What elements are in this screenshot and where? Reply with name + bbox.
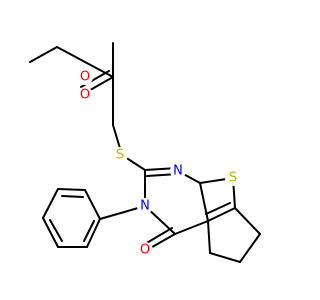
bond bbox=[86, 218, 101, 248]
atom-label: O bbox=[80, 70, 90, 85]
bond bbox=[83, 220, 95, 242]
atom-N_phenyl: N bbox=[137, 198, 153, 214]
atom-bg bbox=[137, 198, 153, 214]
atom-bg bbox=[137, 242, 153, 258]
bond bbox=[49, 219, 63, 242]
bond bbox=[144, 227, 173, 245]
bond bbox=[239, 233, 261, 263]
atom-label: N bbox=[173, 164, 183, 179]
bond bbox=[29, 46, 58, 63]
atom-label: S bbox=[116, 148, 124, 163]
bond bbox=[174, 220, 209, 235]
bond bbox=[84, 61, 114, 78]
molecule-structure: O O S N S N O bbox=[29, 42, 261, 263]
bond bbox=[57, 188, 86, 191]
atom-bg bbox=[77, 87, 93, 103]
atom-S_thiophene: S bbox=[225, 170, 241, 186]
atom-bg bbox=[170, 163, 186, 179]
atom-O_keto: O bbox=[137, 242, 153, 258]
atom-N_ring: N bbox=[170, 163, 186, 179]
bond bbox=[205, 202, 231, 215]
bond bbox=[42, 188, 59, 219]
bond-layer bbox=[29, 42, 261, 263]
bond bbox=[207, 220, 211, 254]
atom-label: S bbox=[229, 171, 237, 186]
bond bbox=[199, 182, 209, 222]
atom-O_carbonyl_ester: O bbox=[77, 87, 93, 103]
atom-O_ether: O bbox=[77, 69, 93, 85]
atom-bg bbox=[77, 69, 93, 85]
atom-label: O bbox=[80, 88, 90, 103]
bond bbox=[56, 46, 86, 63]
atom-bg bbox=[112, 147, 128, 163]
atom-label: N bbox=[140, 199, 150, 214]
bond bbox=[207, 207, 236, 222]
bond bbox=[61, 195, 84, 198]
bond bbox=[84, 189, 101, 220]
atom-label: O bbox=[140, 243, 150, 258]
bond bbox=[234, 207, 261, 235]
atom-layer: O O S N S N O bbox=[77, 69, 241, 258]
bond bbox=[209, 252, 241, 263]
bond bbox=[42, 217, 59, 248]
atom-S_thioether: S bbox=[112, 147, 128, 163]
atom-bg bbox=[225, 170, 241, 186]
